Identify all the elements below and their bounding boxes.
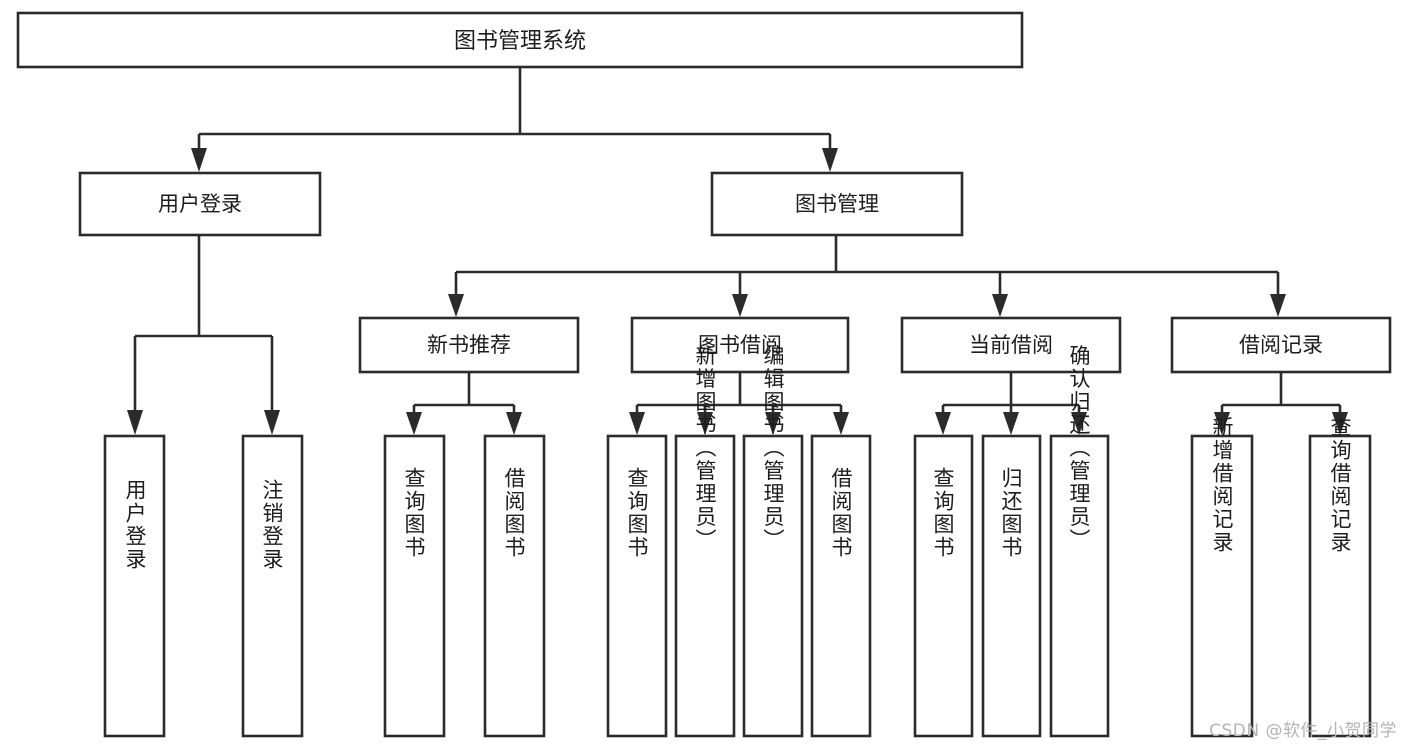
leaf-confirm-return-admin-label: 确认归还（管理员） xyxy=(1067,345,1091,552)
arrow-head-leaf-query-book-1 xyxy=(406,412,422,435)
leaf-borrow-book-newbook-label: 借阅图书 xyxy=(502,467,526,559)
arrow-head-leaf-add-record xyxy=(1214,412,1230,435)
leaf-query-book-current[interactable]: 查询图书 xyxy=(913,434,974,738)
leaf-query-book-borrow-box[interactable] xyxy=(606,434,668,738)
node-root-box[interactable] xyxy=(16,11,1024,69)
node-book-manage-label: 图书管理 xyxy=(795,192,879,216)
leaf-confirm-return-admin-box[interactable] xyxy=(1049,434,1110,738)
leaf-add-book-admin-box[interactable] xyxy=(674,434,736,738)
connector-layer xyxy=(127,67,1348,435)
node-user-login[interactable]: 用户登录 xyxy=(78,171,322,237)
leaf-edit-book-admin[interactable]: 编辑图书（管理员） xyxy=(742,345,804,738)
arrow-head-leaf-add-book xyxy=(697,412,713,435)
node-current-borrow[interactable]: 当前借阅 xyxy=(900,316,1122,374)
arrow-head-leaf-borrow-book-1 xyxy=(506,412,522,435)
leaf-add-borrow-record[interactable]: 新增借阅记录 xyxy=(1190,416,1254,738)
arrow-head-current-borrow xyxy=(992,294,1008,317)
arrow-head-leaf-user-login xyxy=(127,410,143,435)
node-user-login-box[interactable] xyxy=(78,171,322,237)
node-book-borrow-label: 图书借阅 xyxy=(698,333,782,357)
arrow-head-new-book-rec xyxy=(448,294,464,317)
leaf-logout-box[interactable] xyxy=(241,434,304,738)
leaf-query-borrow-record-label: 查询借阅记录 xyxy=(1328,416,1352,554)
leaf-edit-book-admin-label: 编辑图书（管理员） xyxy=(761,345,785,552)
arrow-head-leaf-query-record xyxy=(1332,412,1348,435)
node-root[interactable]: 图书管理系统 xyxy=(16,11,1024,69)
node-book-manage-box[interactable] xyxy=(710,171,964,237)
arrow-head-borrow-record xyxy=(1270,294,1286,317)
leaf-logout-label: 注销登录 xyxy=(260,479,284,571)
leaf-user-login-box[interactable] xyxy=(103,434,166,738)
leaf-return-book-box[interactable] xyxy=(981,434,1042,738)
leaf-edit-book-admin-box[interactable] xyxy=(742,434,804,738)
leaf-borrow-book-borrow[interactable]: 借阅图书 xyxy=(810,434,872,738)
leaf-add-book-admin-label: 新增图书（管理员） xyxy=(693,345,717,552)
node-borrow-record-label: 借阅记录 xyxy=(1239,333,1323,357)
leaf-confirm-return-admin[interactable]: 确认归还（管理员） xyxy=(1049,345,1110,738)
leaf-add-borrow-record-label: 新增借阅记录 xyxy=(1210,416,1234,554)
leaf-borrow-book-borrow-label: 借阅图书 xyxy=(829,467,853,559)
node-current-borrow-box[interactable] xyxy=(900,316,1122,374)
arrow-head-leaf-logout xyxy=(264,410,280,435)
node-root-label: 图书管理系统 xyxy=(454,29,586,54)
leaf-query-book-borrow[interactable]: 查询图书 xyxy=(606,434,668,738)
leaf-query-book-borrow-label: 查询图书 xyxy=(625,467,649,559)
node-new-book-recommend-label: 新书推荐 xyxy=(427,333,511,357)
arrow-head-leaf-edit-book xyxy=(765,412,781,435)
arrow-head-leaf-query-book-2 xyxy=(629,412,645,435)
leaf-borrow-book-newbook-box[interactable] xyxy=(483,434,546,738)
arrow-head-leaf-return-book xyxy=(1003,412,1019,435)
leaf-borrow-book-newbook[interactable]: 借阅图书 xyxy=(483,434,546,738)
leaf-return-book[interactable]: 归还图书 xyxy=(981,434,1042,738)
node-new-book-recommend[interactable]: 新书推荐 xyxy=(358,316,580,374)
arrow-head-leaf-query-book-3 xyxy=(935,412,951,435)
leaf-return-book-label: 归还图书 xyxy=(999,467,1023,559)
arrow-head-leaf-borrow-book-2 xyxy=(833,412,849,435)
leaf-query-book-newbook[interactable]: 查询图书 xyxy=(383,434,446,738)
node-borrow-record[interactable]: 借阅记录 xyxy=(1170,316,1392,374)
arrow-head-book-manage xyxy=(822,148,838,172)
node-book-manage[interactable]: 图书管理 xyxy=(710,171,964,237)
leaf-query-book-newbook-label: 查询图书 xyxy=(402,467,426,559)
node-current-borrow-label: 当前借阅 xyxy=(969,333,1053,357)
leaf-add-book-admin[interactable]: 新增图书（管理员） xyxy=(674,345,736,738)
leaf-add-borrow-record-box[interactable] xyxy=(1190,434,1254,738)
arrow-head-user-login xyxy=(191,148,207,172)
node-borrow-record-box[interactable] xyxy=(1170,316,1392,374)
node-user-login-label: 用户登录 xyxy=(158,192,242,216)
leaf-logout[interactable]: 注销登录 xyxy=(241,434,304,738)
leaf-query-book-current-label: 查询图书 xyxy=(931,467,955,559)
leaf-user-login[interactable]: 用户登录 xyxy=(103,434,166,738)
leaf-query-book-newbook-box[interactable] xyxy=(383,434,446,738)
leaf-user-login-label: 用户登录 xyxy=(123,479,147,571)
leaf-query-borrow-record-box[interactable] xyxy=(1308,434,1372,738)
node-book-borrow-box[interactable] xyxy=(630,316,850,374)
node-book-borrow[interactable]: 图书借阅 xyxy=(630,316,850,374)
arrow-head-leaf-confirm-return xyxy=(1071,412,1087,435)
arrow-head-book-borrow xyxy=(732,294,748,317)
leaf-query-borrow-record[interactable]: 查询借阅记录 xyxy=(1308,416,1372,738)
node-new-book-recommend-box[interactable] xyxy=(358,316,580,374)
leaf-query-book-current-box[interactable] xyxy=(913,434,974,738)
leaf-borrow-book-borrow-box[interactable] xyxy=(810,434,872,738)
